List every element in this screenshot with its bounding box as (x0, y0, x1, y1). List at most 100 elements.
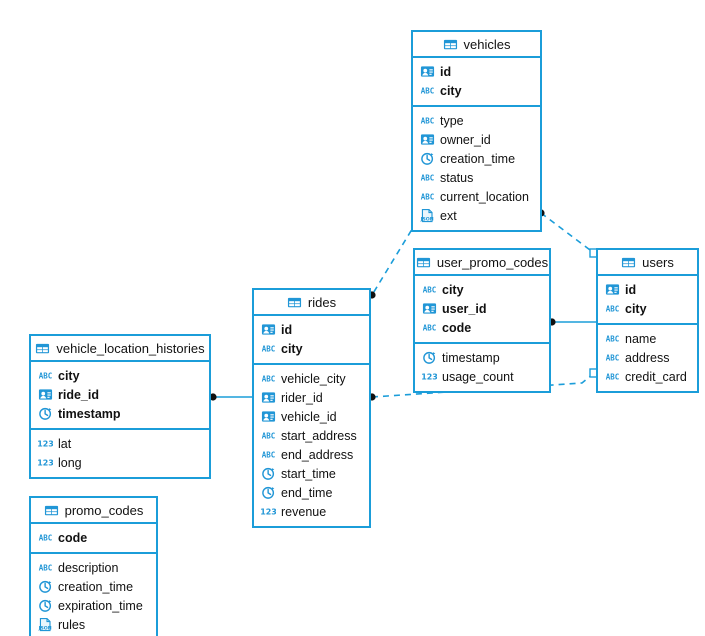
table-header[interactable]: users (598, 250, 697, 276)
abc-text-icon: ABC (420, 113, 435, 128)
field-name: city (58, 368, 80, 383)
field-row[interactable]: owner_id (413, 130, 540, 149)
abc-text-icon: ABC (605, 350, 620, 365)
table-grid-icon (287, 295, 302, 310)
svg-text:JSON: JSON (420, 216, 434, 222)
field-row[interactable]: start_time (254, 464, 369, 483)
field-row[interactable]: expiration_time (31, 596, 156, 615)
field-name: rules (58, 617, 86, 632)
abc-text-icon: ABC (261, 341, 276, 356)
field-name: creation_time (440, 151, 516, 166)
abc-text-icon: ABC (605, 301, 620, 316)
svg-text:123: 123 (38, 459, 53, 468)
field-row[interactable]: 123 usage_count (415, 367, 549, 386)
field-row[interactable]: timestamp (31, 404, 209, 423)
field-name: current_location (440, 189, 529, 204)
field-name: user_id (442, 301, 487, 316)
svg-text:ABC: ABC (423, 324, 437, 333)
field-name: long (58, 455, 82, 470)
field-row[interactable]: ABC city (254, 339, 369, 358)
table-title: users (642, 254, 674, 270)
field-name: id (440, 64, 452, 79)
field-row[interactable]: creation_time (31, 577, 156, 596)
abc-text-icon: ABC (261, 428, 276, 443)
abc-text-icon: ABC (420, 83, 435, 98)
field-row[interactable]: rider_id (254, 388, 369, 407)
field-row[interactable]: ABC code (415, 318, 549, 337)
table-header[interactable]: vehicle_location_histories (31, 336, 209, 362)
field-row[interactable]: ABC status (413, 168, 540, 187)
relationship-vehicle_location_histories-rides[interactable] (209, 393, 252, 401)
table-title: vehicle_location_histories (56, 340, 205, 356)
field-row[interactable]: creation_time (413, 149, 540, 168)
field-row[interactable]: id (413, 62, 540, 81)
field-name: code (442, 320, 472, 335)
svg-text:ABC: ABC (421, 174, 435, 183)
field-row[interactable]: end_time (254, 483, 369, 502)
svg-text:ABC: ABC (262, 375, 276, 384)
svg-text:ABC: ABC (262, 345, 276, 354)
table-header[interactable]: user_promo_codes (415, 250, 549, 276)
relationship-user_promo_codes-users[interactable] (548, 318, 596, 326)
table-header[interactable]: vehicles (413, 32, 540, 58)
abc-text-icon: ABC (420, 189, 435, 204)
field-name: city (442, 282, 464, 297)
field-row[interactable]: ride_id (31, 385, 209, 404)
svg-text:123: 123 (422, 373, 437, 382)
field-row[interactable]: ABC current_location (413, 187, 540, 206)
field-name: end_address (281, 447, 354, 462)
svg-text:ABC: ABC (262, 451, 276, 460)
field-name: ride_id (58, 387, 99, 402)
field-row[interactable]: id (598, 280, 697, 299)
field-name: usage_count (442, 369, 514, 384)
table-title: vehicles (463, 36, 511, 52)
id-card-icon (261, 322, 276, 337)
svg-text:ABC: ABC (423, 286, 437, 295)
field-row[interactable]: timestamp (415, 348, 549, 367)
field-row[interactable]: ABC city (415, 280, 549, 299)
svg-text:JSON: JSON (38, 625, 52, 631)
id-card-icon (420, 132, 435, 147)
field-name: status (440, 170, 474, 185)
svg-text:123: 123 (38, 440, 53, 449)
field-row[interactable]: vehicle_id (254, 407, 369, 426)
table-header[interactable]: promo_codes (31, 498, 156, 524)
field-row[interactable]: 123 long (31, 453, 209, 472)
field-name: city (281, 341, 303, 356)
regular-fields: timestamp 123 usage_count (415, 344, 549, 391)
field-row[interactable]: user_id (415, 299, 549, 318)
table-header[interactable]: rides (254, 290, 369, 316)
id-card-icon (261, 409, 276, 424)
svg-text:ABC: ABC (606, 305, 620, 314)
field-row[interactable]: JSON rules (31, 615, 156, 634)
field-row[interactable]: id (254, 320, 369, 339)
field-name: name (625, 331, 657, 346)
field-row[interactable]: ABC end_address (254, 445, 369, 464)
